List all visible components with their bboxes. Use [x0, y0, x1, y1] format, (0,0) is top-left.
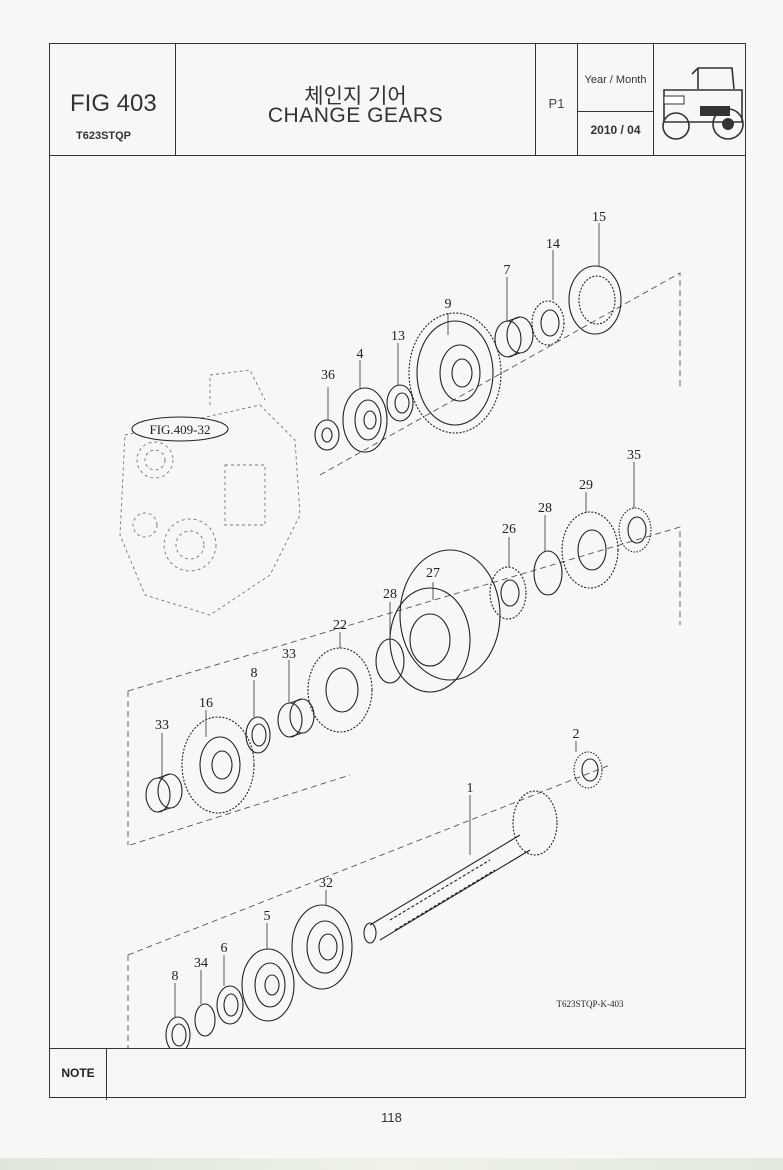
model-code: T623STQP	[76, 130, 132, 142]
part-32-bearing	[291, 904, 353, 990]
part-27-synchronizer	[389, 549, 501, 693]
callout-4: 4	[357, 347, 364, 362]
part-4-bearing	[342, 387, 388, 453]
callout-26: 26	[502, 522, 516, 537]
callout-34: 34	[194, 956, 208, 971]
parts-sheet-frame: FIG 403 T623STQP 체인지 기어 CHANGE GEARS P1 …	[49, 43, 747, 1100]
part-26-hub	[489, 566, 527, 620]
date-label: Year / Month	[584, 74, 647, 86]
part-15-sleeve	[568, 265, 622, 335]
part-14-hub	[531, 300, 565, 346]
part-2-needle-bearing	[573, 751, 603, 789]
fig-reference-badge: FIG.409-32	[131, 416, 229, 442]
callout-8: 8	[251, 666, 258, 681]
date-label-box: Year / Month	[578, 44, 653, 112]
part-34-snap-ring	[194, 1003, 216, 1037]
fig-cell: FIG 403 T623STQP	[50, 44, 176, 155]
part-6-washer	[216, 985, 244, 1025]
callout-8-lower: 8	[172, 969, 179, 984]
part-33-bushing	[277, 698, 315, 738]
scan-edge	[0, 1158, 783, 1170]
callout-16: 16	[199, 696, 213, 711]
part-7-bushing	[494, 316, 534, 358]
part-33-bushing-2	[145, 773, 183, 813]
title-korean: 체인지 기어	[304, 85, 407, 108]
callout-9: 9	[445, 297, 452, 312]
part-8-washer-2	[165, 1016, 191, 1054]
callout-33-left: 33	[155, 718, 169, 733]
date-cell: Year / Month 2010 / 04	[578, 44, 654, 155]
part-28-snap-ring	[533, 550, 563, 596]
part-8-washer	[245, 716, 271, 754]
callout-13: 13	[391, 329, 405, 344]
callout-2: 2	[573, 727, 580, 742]
callout-35: 35	[627, 448, 641, 463]
drawing-code: T623STQP-K-403	[557, 999, 624, 1009]
callout-32: 32	[319, 876, 333, 891]
part-9-gear	[408, 312, 502, 434]
callout-5: 5	[264, 909, 271, 924]
page-number: 118	[381, 1110, 402, 1125]
callout-7: 7	[504, 263, 511, 278]
part-16-gear	[181, 716, 255, 814]
callout-28-lower: 28	[383, 587, 397, 602]
exploded-parts-diagram: 15 14 7 9 13 4 36 35 29 28 26 27 28 22 3…	[50, 155, 747, 1075]
part-5-bearing	[241, 948, 295, 1022]
callout-22: 22	[333, 618, 347, 633]
part-22-gear	[307, 647, 373, 733]
sheet-header: FIG 403 T623STQP 체인지 기어 CHANGE GEARS P1 …	[50, 44, 745, 156]
part-1-shaft	[363, 790, 558, 944]
note-row: NOTE	[50, 1048, 745, 1100]
icon-cell	[654, 44, 747, 155]
part-29-gear	[561, 511, 619, 589]
fig-reference-label: FIG.409-32	[149, 422, 210, 437]
date-value: 2010 / 04	[590, 123, 641, 137]
title-english: CHANGE GEARS	[267, 104, 444, 127]
callout-1: 1	[467, 781, 474, 796]
part-13-washer	[386, 384, 414, 422]
title-cell: 체인지 기어 CHANGE GEARS	[176, 44, 536, 155]
upper-assembly-outline	[319, 272, 681, 476]
tractor-icon	[662, 67, 744, 140]
callout-27: 27	[426, 566, 440, 581]
note-label: NOTE	[50, 1049, 107, 1100]
page-code: P1	[548, 96, 565, 111]
part-35-bearing	[618, 507, 652, 553]
fig-number: FIG 403	[70, 90, 157, 117]
page-code-cell: P1	[536, 44, 578, 155]
callout-33: 33	[282, 647, 296, 662]
callout-28: 28	[538, 501, 552, 516]
part-36-nut	[314, 419, 340, 451]
transmission-housing	[119, 369, 301, 616]
callout-29: 29	[579, 478, 593, 493]
callout-15: 15	[592, 210, 606, 225]
callout-6: 6	[221, 941, 228, 956]
callout-14: 14	[546, 237, 560, 252]
callout-36: 36	[321, 368, 335, 383]
middle-assembly-outline	[127, 526, 681, 845]
